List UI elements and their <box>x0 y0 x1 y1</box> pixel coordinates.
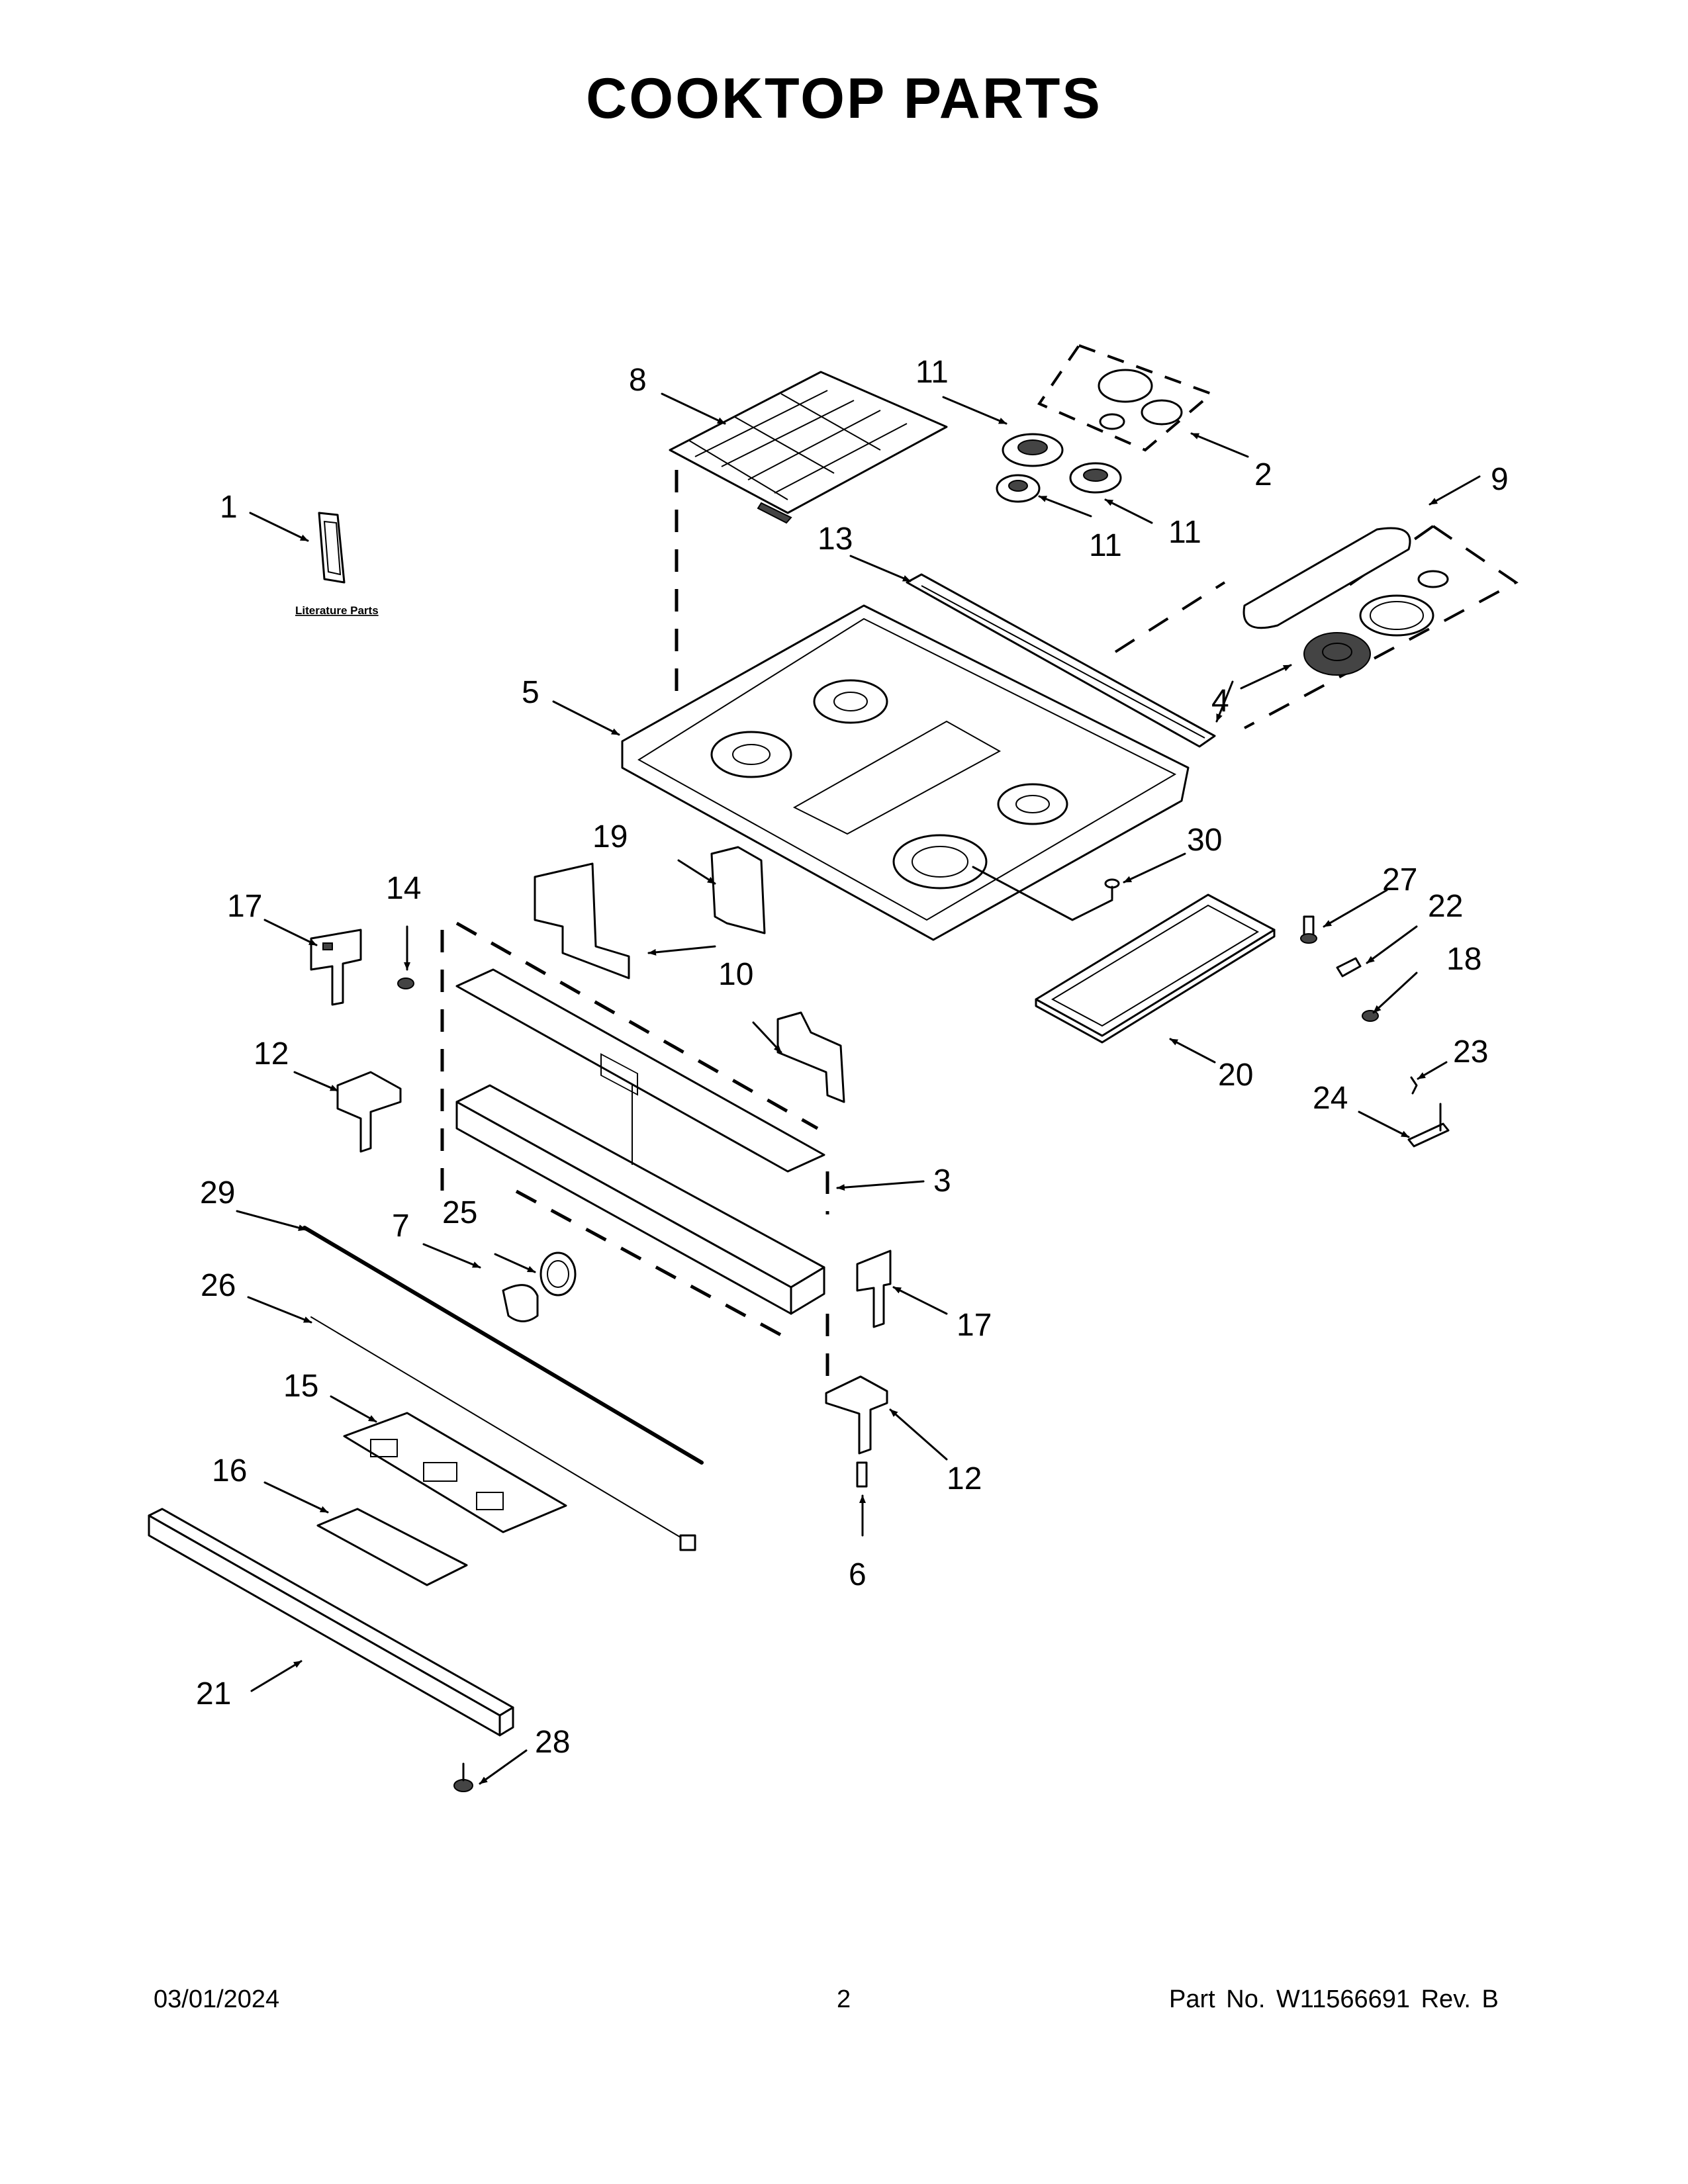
callout-12b: 12 <box>947 1461 982 1496</box>
callout-14: 14 <box>386 871 421 906</box>
callout-9: 9 <box>1491 462 1509 497</box>
footer-page-number: 2 <box>837 1985 851 2013</box>
callout-4: 4 <box>1211 684 1229 719</box>
callout-11c: 11 <box>1089 528 1122 563</box>
lower-trim-illustration <box>148 1508 514 1792</box>
callout-22: 22 <box>1428 889 1463 924</box>
callout-8: 8 <box>629 363 647 398</box>
callout-13: 13 <box>818 522 853 557</box>
callout-24: 24 <box>1313 1081 1348 1116</box>
callout-20: 20 <box>1218 1058 1253 1093</box>
footer-part-number: Part No. W11566691 Rev. B <box>1169 1985 1499 2013</box>
brackets-19-10-illustration <box>534 846 845 1103</box>
burner-caps-illustration <box>1037 343 1214 452</box>
callout-15: 15 <box>283 1369 318 1404</box>
callout-12a: 12 <box>254 1036 289 1071</box>
callout-leaders <box>236 392 1481 1785</box>
callout-29: 29 <box>200 1175 235 1210</box>
callout-11b: 11 <box>1168 515 1201 550</box>
callout-21: 21 <box>196 1676 231 1711</box>
literature-parts-illustration: Literature Parts <box>295 512 379 617</box>
callout-1: 1 <box>220 490 238 525</box>
callout-6: 6 <box>849 1557 867 1592</box>
left-side-parts-illustration <box>310 929 414 1153</box>
console-housing-illustration <box>440 921 829 1387</box>
callout-19: 19 <box>592 819 628 854</box>
callout-23: 23 <box>1453 1034 1488 1069</box>
callout-26: 26 <box>201 1268 236 1303</box>
burner-grate-illustration <box>669 371 948 524</box>
callout-17b: 17 <box>957 1308 992 1343</box>
callout-11a: 11 <box>915 355 949 390</box>
cooktop-main-top-illustration <box>621 604 1190 941</box>
callout-5: 5 <box>522 675 539 710</box>
callout-25: 25 <box>442 1195 477 1230</box>
callout-7: 7 <box>392 1208 410 1244</box>
screw-30-illustration <box>1104 878 1120 900</box>
callout-28: 28 <box>535 1725 570 1760</box>
callout-17a: 17 <box>227 889 262 924</box>
literature-parts-label: Literature Parts <box>295 604 379 617</box>
burner-heads-illustration <box>996 433 1122 503</box>
callout-numbers: 1 2 3 4 5 6 7 8 9 10 11 11 11 12 12 13 1… <box>196 355 1509 1760</box>
griddle-plate-illustration <box>1035 893 1276 1044</box>
callout-30: 30 <box>1187 823 1222 858</box>
knob-illustration <box>502 1251 577 1322</box>
control-board-illustration <box>316 1412 567 1586</box>
griddle-burner-illustration <box>1114 525 1519 729</box>
footer-date: 03/01/2024 <box>154 1985 280 2013</box>
rods-and-wiring-illustration <box>303 1226 704 1551</box>
callout-27: 27 <box>1382 862 1417 897</box>
callout-18: 18 <box>1446 942 1481 977</box>
callout-16: 16 <box>212 1453 247 1488</box>
right-console-parts-illustration <box>825 1250 892 1488</box>
callout-10: 10 <box>718 957 753 992</box>
callout-2: 2 <box>1254 457 1272 492</box>
cooktop-rear-trim-illustration <box>906 573 1216 748</box>
page-title: COOKTOP PARTS <box>586 67 1102 130</box>
callout-3: 3 <box>933 1163 951 1199</box>
